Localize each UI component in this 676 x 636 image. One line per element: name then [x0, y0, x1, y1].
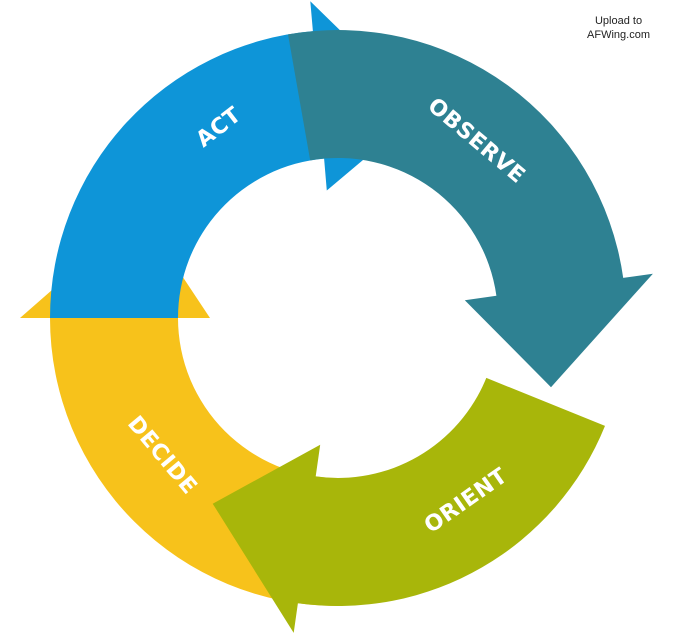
watermark: Upload to AFWing.com	[587, 14, 650, 42]
watermark-line-1: Upload to	[594, 15, 643, 27]
cycle-segments	[20, 1, 653, 633]
watermark-line-2: AFWing.com	[587, 29, 650, 41]
orient-arrow	[212, 377, 605, 633]
observe-arrow	[288, 30, 653, 388]
